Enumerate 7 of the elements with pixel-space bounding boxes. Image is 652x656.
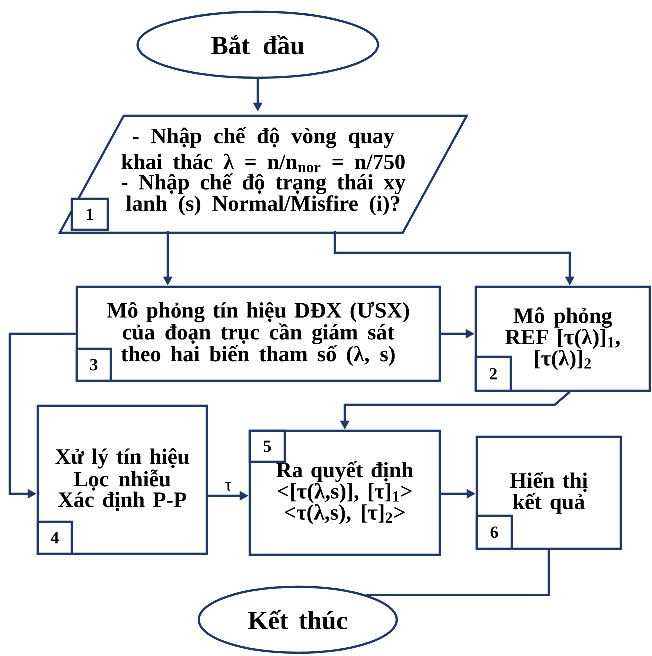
step-number: 4 xyxy=(36,520,74,556)
step-number: 5 xyxy=(248,430,286,464)
edge-label: τ xyxy=(224,481,233,492)
step-number: 2 xyxy=(474,356,512,392)
step-number: 1 xyxy=(70,198,110,232)
step-number: 3 xyxy=(76,348,112,382)
step-number: 6 xyxy=(476,514,514,550)
